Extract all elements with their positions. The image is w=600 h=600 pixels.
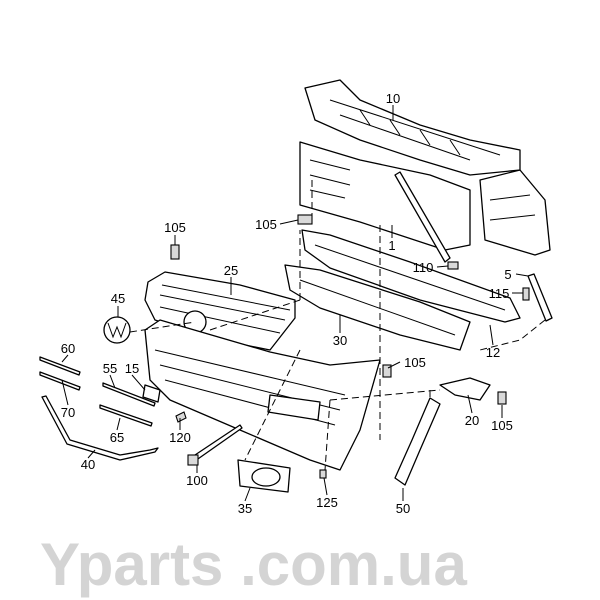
leader-lines <box>61 105 546 502</box>
watermark: Yparts .com.ua <box>40 531 467 598</box>
part-15-cap <box>142 384 161 403</box>
label-30: 30 <box>333 333 347 348</box>
label-105: 105 <box>404 355 426 370</box>
label-125: 125 <box>316 495 338 510</box>
part-110-bolt <box>447 261 459 270</box>
label-40: 40 <box>81 457 95 472</box>
label-1: 1 <box>388 238 395 253</box>
part-25-grille <box>144 271 296 351</box>
label-60: 60 <box>61 341 75 356</box>
label-115: 115 <box>489 286 510 301</box>
label-105: 105 <box>491 418 513 433</box>
label-10: 10 <box>386 91 400 106</box>
part-labels: 10 105 105 1 25 110 5 115 45 60 30 12 55… <box>61 91 513 516</box>
label-20: 20 <box>465 413 479 428</box>
part-45-emblem <box>103 316 131 344</box>
part-60-trim <box>39 356 81 376</box>
part-70-trim <box>39 371 81 391</box>
label-35: 35 <box>238 501 252 516</box>
label-70: 70 <box>61 405 75 420</box>
label-120: 120 <box>169 430 191 445</box>
part-20-bracket <box>439 377 491 401</box>
label-100: 100 <box>186 473 208 488</box>
label-5: 5 <box>504 267 511 282</box>
part-35-fog-grille <box>237 459 291 493</box>
label-105: 105 <box>255 217 277 232</box>
part-55-trim <box>102 382 156 407</box>
label-65: 65 <box>110 430 124 445</box>
label-45: 45 <box>111 291 125 306</box>
part-115-bolt <box>522 287 530 301</box>
label-50: 50 <box>396 501 410 516</box>
label-12: 12 <box>486 345 500 360</box>
part-1-strut <box>394 171 451 263</box>
part-65-trim <box>99 404 153 427</box>
label-55: 55 <box>103 361 117 376</box>
bumper-cover <box>144 319 381 471</box>
label-110: 110 <box>413 260 434 275</box>
part-50-side-trim <box>394 397 441 486</box>
part-5-bracket <box>527 273 553 322</box>
label-25: 25 <box>224 263 238 278</box>
label-105: 105 <box>164 220 186 235</box>
label-15: 15 <box>125 361 139 376</box>
part-10-crossmember <box>304 79 521 176</box>
part-12-impact-bar <box>301 229 521 323</box>
